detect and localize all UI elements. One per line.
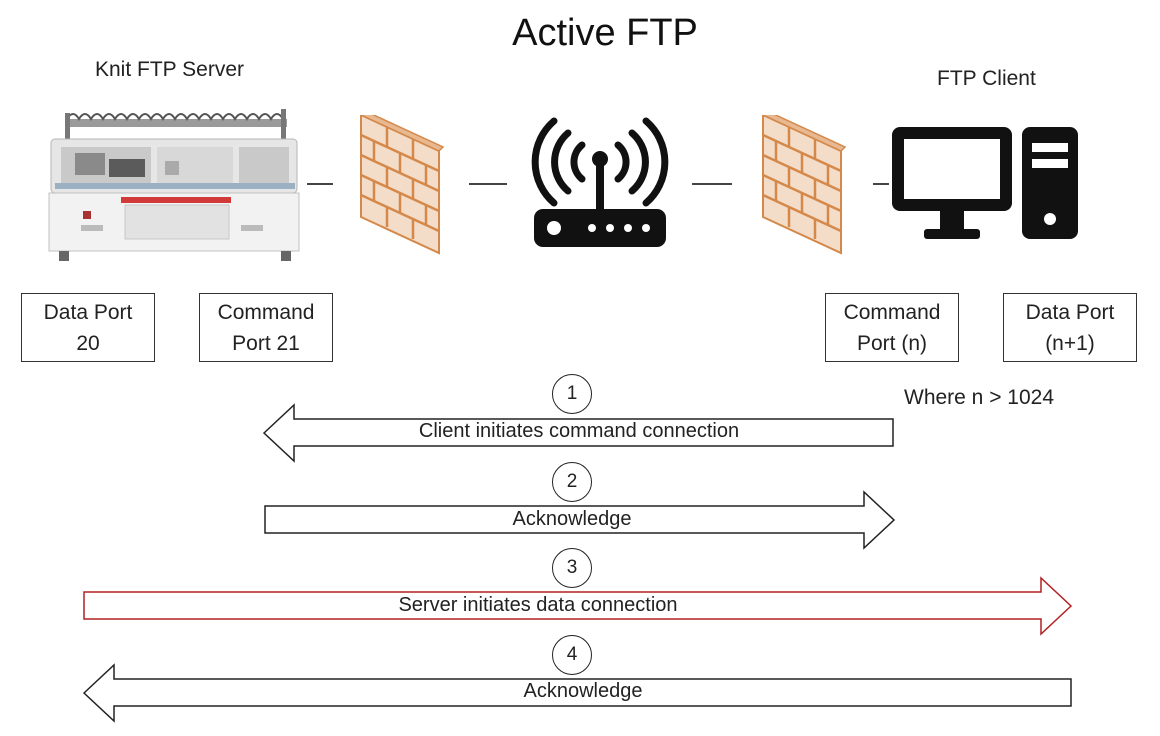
server-data-port-label: Data Port 20 bbox=[43, 300, 133, 355]
arrow-label: Client initiates command connection bbox=[418, 420, 740, 442]
link-line bbox=[692, 183, 732, 185]
server-command-port-label: Command Port 21 bbox=[217, 300, 315, 355]
step-number-circle: 3 bbox=[552, 548, 592, 588]
arrow-right-highlighted bbox=[83, 576, 1073, 636]
knitting-machine-icon bbox=[48, 109, 300, 261]
firewall-icon bbox=[761, 115, 847, 255]
wifi-router-icon bbox=[531, 117, 669, 247]
link-line bbox=[469, 183, 507, 185]
diagram-title: Active FTP bbox=[512, 12, 698, 54]
server-data-port-box: Data Port 20 bbox=[21, 293, 155, 362]
port-range-note: Where n > 1024 bbox=[904, 386, 1055, 409]
arrow-left bbox=[262, 403, 894, 463]
step-number-circle: 4 bbox=[552, 635, 592, 675]
client-command-port-box: Command Port (n) bbox=[825, 293, 959, 362]
server-label: Knit FTP Server bbox=[95, 58, 244, 81]
arrow-right bbox=[264, 490, 896, 550]
arrow-label: Acknowledge bbox=[512, 508, 632, 530]
arrow-left bbox=[82, 663, 1072, 723]
client-label: FTP Client bbox=[937, 67, 1036, 90]
step-number-circle: 1 bbox=[552, 374, 592, 414]
link-line bbox=[873, 183, 889, 185]
client-data-port-box: Data Port (n+1) bbox=[1003, 293, 1137, 362]
firewall-icon bbox=[359, 115, 445, 255]
arrow-label: Acknowledge bbox=[523, 680, 643, 702]
server-command-port-box: Command Port 21 bbox=[199, 293, 333, 362]
client-data-port-label: Data Port (n+1) bbox=[1025, 300, 1115, 355]
step-number-circle: 2 bbox=[552, 462, 592, 502]
link-line bbox=[307, 183, 333, 185]
computer-icon bbox=[892, 127, 1078, 239]
client-command-port-label: Command Port (n) bbox=[843, 300, 941, 355]
arrow-label: Server initiates data connection bbox=[398, 594, 678, 616]
